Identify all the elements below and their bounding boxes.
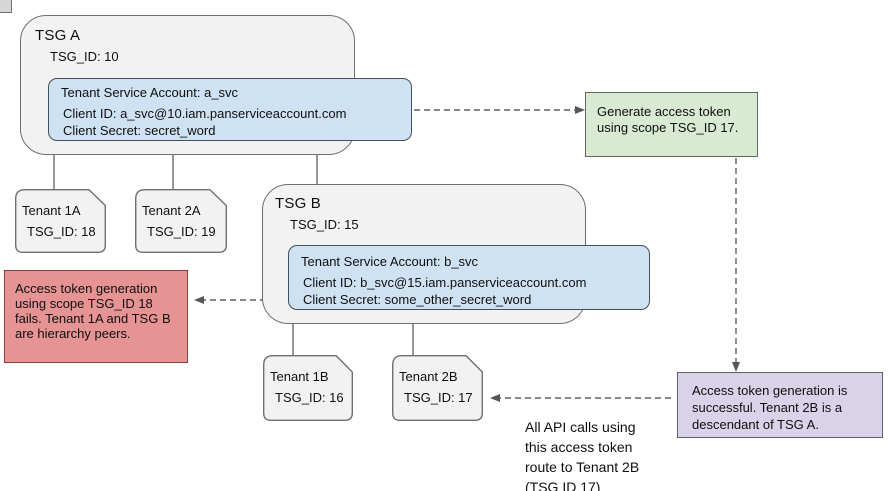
service-account-b-client-id: Client ID: b_svc@15.iam.panserviceaccoun… [303, 275, 587, 290]
tenant-id: TSG_ID: 19 [147, 224, 216, 239]
tenant-card-2b: Tenant 2B TSG_ID: 17 [392, 355, 483, 421]
tenant-card-1b: Tenant 1B TSG_ID: 16 [263, 355, 353, 421]
note-token-fail: Access token generation using scope TSG_… [4, 270, 188, 363]
note-token-success: Access token generation is successful. T… [677, 372, 883, 438]
tenant-id: TSG_ID: 18 [27, 224, 96, 239]
route-caption: All API calls using this access token ro… [525, 419, 640, 491]
tenant-name: Tenant 1A [22, 203, 81, 218]
arrowheads [194, 106, 740, 402]
tenant-name: Tenant 2B [399, 369, 458, 384]
tenant-name: Tenant 2A [142, 203, 201, 218]
tsg-b-title: TSG B [275, 195, 322, 212]
service-account-a-title: Tenant Service Account: a_svc [61, 85, 239, 100]
hierarchy-connectors [53, 155, 414, 356]
tenant-card-shape [263, 355, 353, 421]
tenant-id: TSG_ID: 17 [404, 390, 473, 405]
tsg-b-id: TSG_ID: 15 [290, 217, 359, 232]
service-account-b-title: Tenant Service Account: b_svc [301, 254, 479, 269]
tenant-card-2a: Tenant 2A TSG_ID: 19 [135, 189, 227, 253]
tsg-a-id: TSG_ID: 10 [50, 49, 119, 64]
corner-shape-fragment [0, 0, 12, 13]
tenant-card-shape [392, 355, 483, 421]
tenant-card-1a: Tenant 1A TSG_ID: 18 [15, 189, 106, 253]
tsg-a-service-account-box: Tenant Service Account: a_svc Client ID:… [48, 78, 412, 141]
tenant-card-shape [15, 189, 106, 253]
service-account-a-client-id: Client ID: a_svc@10.iam.panserviceaccoun… [63, 106, 347, 121]
service-account-a-client-secret: Client Secret: secret_word [63, 123, 216, 138]
service-account-b-client-secret: Client Secret: some_other_secret_word [303, 292, 532, 307]
tenant-name: Tenant 1B [270, 369, 329, 384]
tsg-b-service-account-box: Tenant Service Account: b_svc Client ID:… [288, 245, 650, 310]
tsg-a-title: TSG A [35, 27, 81, 44]
tenant-id: TSG_ID: 16 [275, 390, 344, 405]
note-generate-token: Generate access token using scope TSG_ID… [585, 92, 758, 157]
tenant-card-shape [135, 189, 227, 253]
